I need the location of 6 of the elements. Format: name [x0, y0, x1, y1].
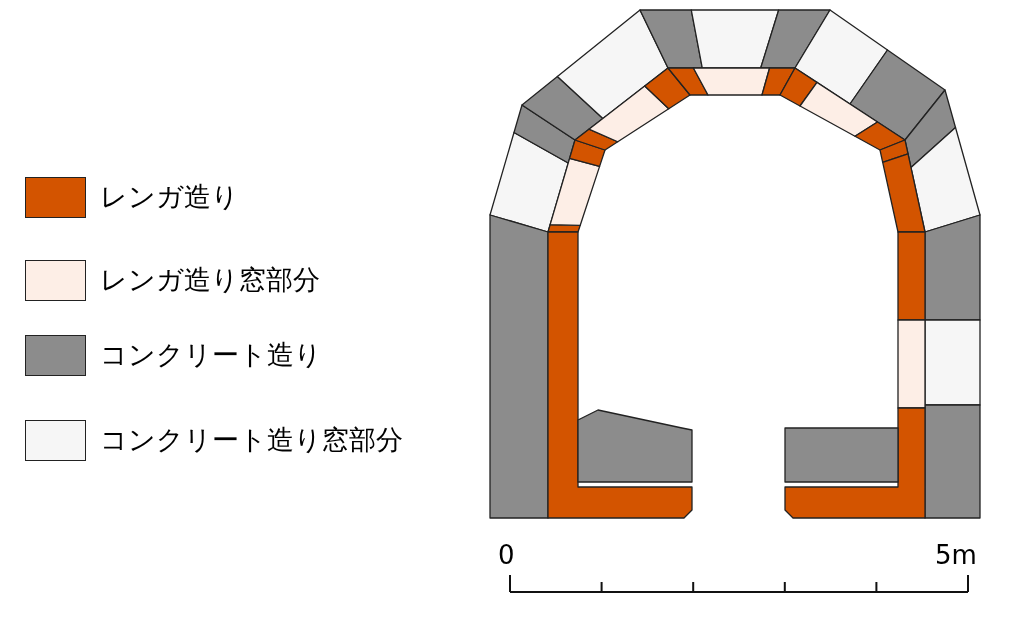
scale-label: 5m	[935, 540, 977, 570]
legend-label: レンガ造り窓部分	[100, 263, 320, 297]
legend-label: コンクリート造り	[100, 338, 322, 372]
scale-label: 0	[498, 540, 515, 570]
legend-label: レンガ造り	[100, 180, 239, 214]
legend-label: コンクリート造り窓部分	[100, 423, 403, 457]
